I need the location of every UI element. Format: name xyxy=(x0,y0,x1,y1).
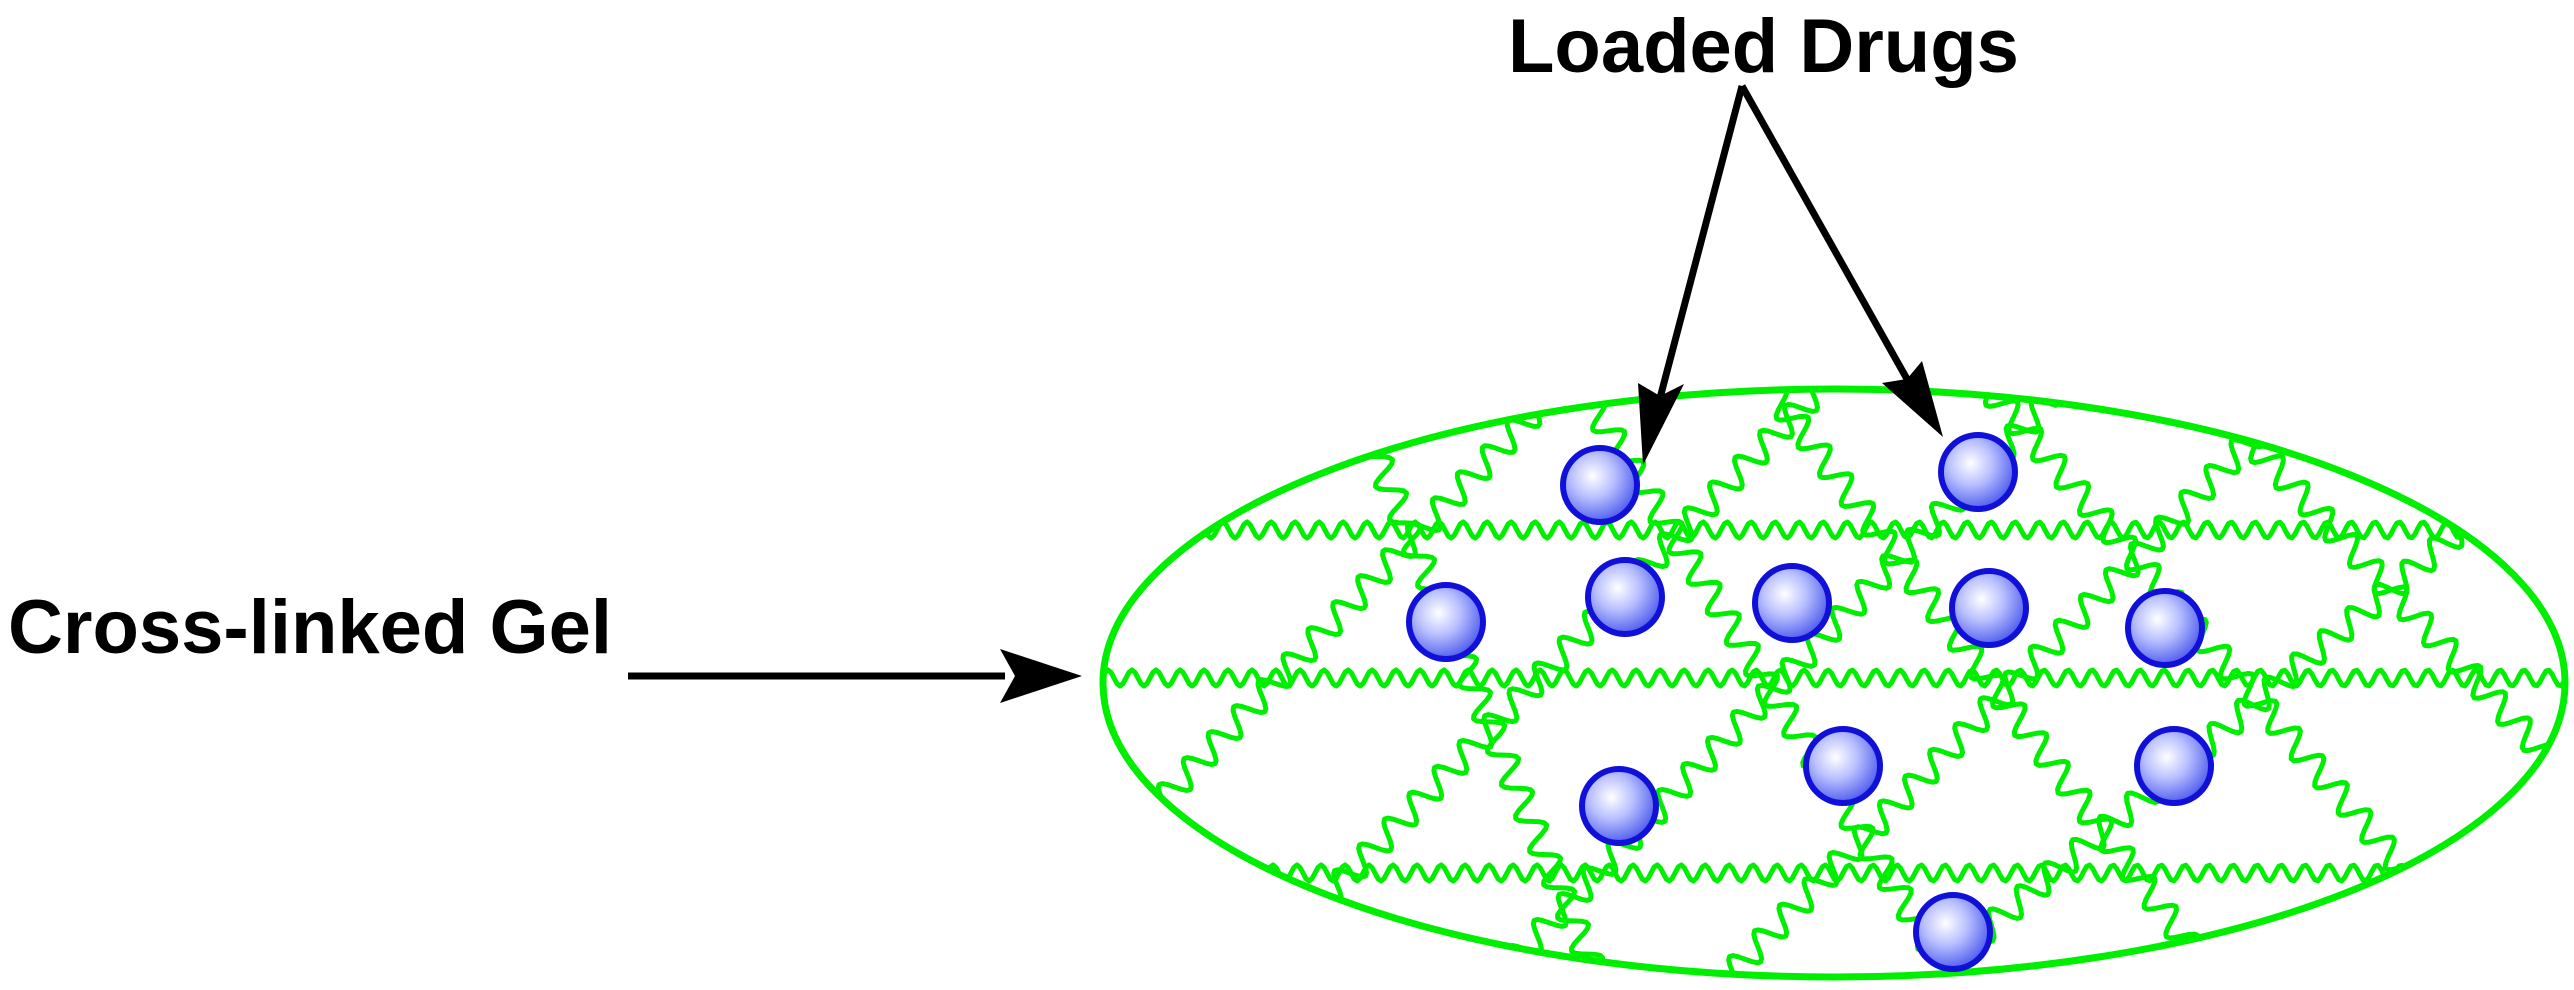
drug-particle xyxy=(1949,568,2029,648)
drug-particle xyxy=(1560,445,1640,525)
drug-particle xyxy=(1585,557,1665,637)
polymer-chain xyxy=(1297,389,1841,931)
polymer-chain xyxy=(1103,389,1568,871)
polymer-chain xyxy=(1947,468,2520,968)
polymer-chain xyxy=(1359,437,1606,977)
drug-pointer-arrowhead-left xyxy=(1638,383,1684,465)
drug-particle xyxy=(2134,726,2214,806)
drug-particle xyxy=(2125,588,2205,668)
polymer-chain xyxy=(1252,862,2408,884)
polymer-chain xyxy=(1982,389,2442,900)
drug-particle xyxy=(1752,563,1832,643)
loaded-drugs-label: Loaded Drugs xyxy=(1508,4,2019,89)
drug-pointer-arrow-right-line xyxy=(1738,84,1911,381)
drug-pointer-arrowhead-right xyxy=(1882,361,1943,437)
drug-particle xyxy=(1913,892,1993,972)
drug-particle xyxy=(1803,726,1883,806)
drug-particle xyxy=(1579,766,1659,846)
gel-outline xyxy=(1099,385,2569,981)
polymer-chain xyxy=(1103,667,2565,689)
drug-particle xyxy=(1406,582,1486,662)
drug-particle xyxy=(1938,432,2018,512)
cross-linked-gel-label: Cross-linked Gel xyxy=(8,585,612,670)
drug-particles xyxy=(1406,432,2214,972)
drug-pointer-arrow-left-line xyxy=(1656,85,1746,399)
polymer-network xyxy=(1103,389,2565,977)
arrows xyxy=(628,84,1943,703)
polymer-chain xyxy=(1752,389,2201,970)
polymer-chain xyxy=(2223,417,2558,780)
gel-pointer-arrowhead xyxy=(1000,649,1082,703)
